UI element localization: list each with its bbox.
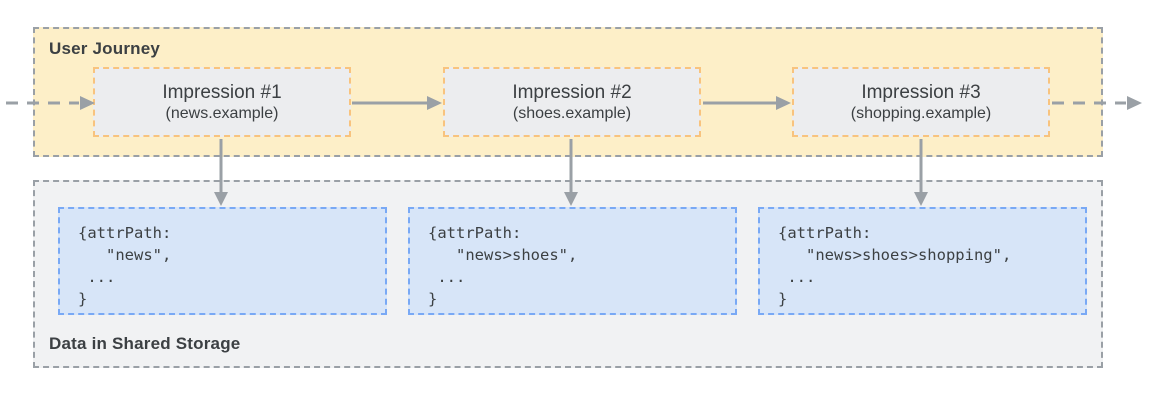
shared-storage-label: Data in Shared Storage	[49, 334, 241, 353]
storage-entry-3-box: {attrPath: "news>shoes>shopping", ... }	[758, 207, 1087, 315]
storage-entry-2-box: {attrPath: "news>shoes", ... }	[408, 207, 737, 315]
impression-2-title: Impression #2	[512, 81, 632, 103]
impression-3-title: Impression #3	[861, 81, 981, 103]
impression-1-title: Impression #1	[162, 81, 282, 103]
impression-2-box: Impression #2 (shoes.example)	[443, 67, 701, 137]
impression-3-box: Impression #3 (shopping.example)	[792, 67, 1050, 137]
storage-entry-1-code: {attrPath: "news", ... }	[78, 224, 172, 308]
storage-entry-3-code: {attrPath: "news>shoes>shopping", ... }	[778, 224, 1012, 308]
impression-2-domain: (shoes.example)	[512, 104, 632, 122]
impression-1-domain: (news.example)	[165, 104, 279, 122]
impression-1-box: Impression #1 (news.example)	[93, 67, 351, 137]
storage-entry-2-code: {attrPath: "news>shoes", ... }	[428, 224, 578, 308]
impression-3-domain: (shopping.example)	[850, 104, 992, 122]
storage-entry-1-box: {attrPath: "news", ... }	[58, 207, 387, 315]
user-journey-label: User Journey	[49, 39, 161, 58]
